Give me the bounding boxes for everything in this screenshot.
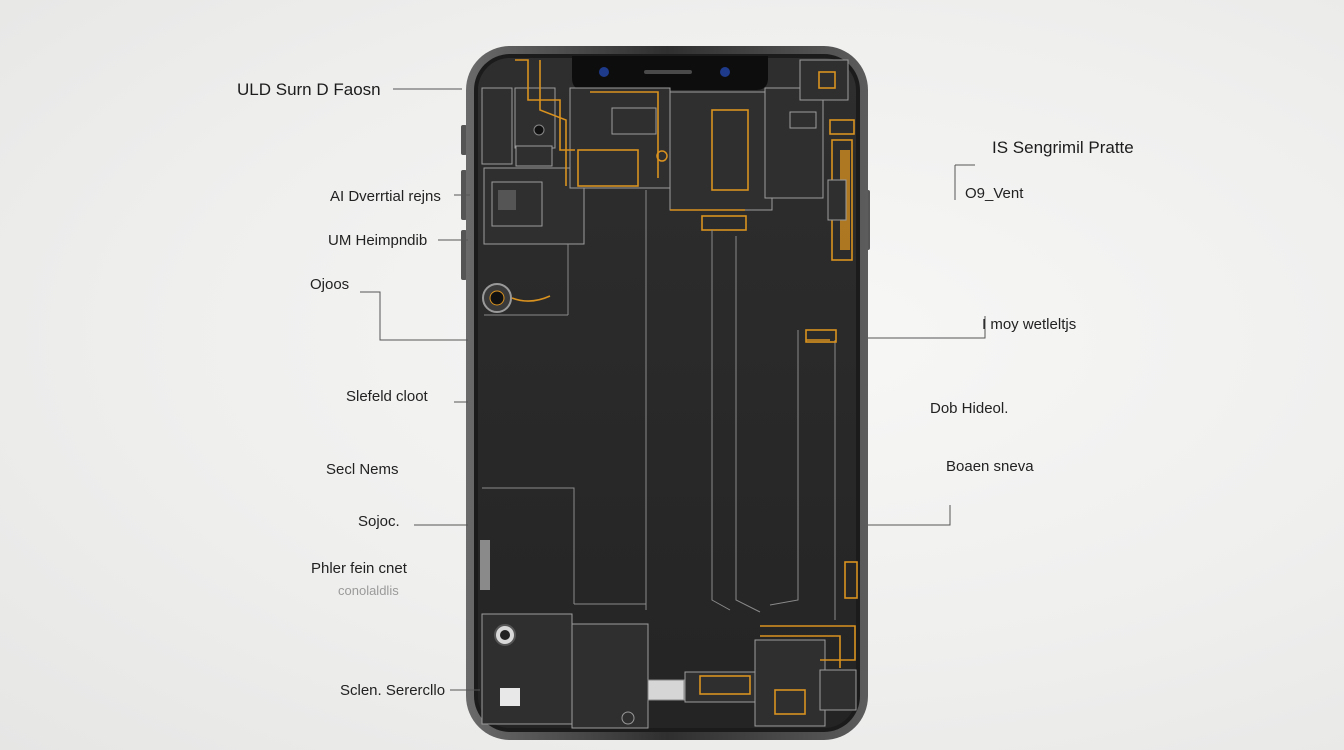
front-sensor-icon bbox=[720, 67, 730, 77]
label-l3: UM Heimpndib bbox=[328, 232, 427, 249]
circuit-components bbox=[480, 59, 858, 729]
left-labels: ULD Surn D Faosn AI Dverrtial rejns UM H… bbox=[237, 80, 445, 699]
label-l8: Phler fein cnet bbox=[311, 560, 408, 577]
side-button-volume-down bbox=[461, 230, 467, 280]
speaker-grille-icon bbox=[644, 70, 692, 74]
front-camera-icon bbox=[599, 67, 609, 77]
label-l7: Sojoc. bbox=[358, 513, 400, 530]
label-r4: Dob Hideol. bbox=[930, 400, 1008, 417]
label-l10: Sclen. Serercllo bbox=[340, 682, 445, 699]
label-l2: AI Dverrtial rejns bbox=[330, 188, 441, 205]
label-r5: Boaen sneva bbox=[946, 458, 1034, 475]
right-labels: IS Sengrimil Pratte O9_Vent I moy wetlel… bbox=[930, 138, 1134, 475]
label-l1: ULD Surn D Faosn bbox=[237, 80, 381, 99]
label-r1: IS Sengrimil Pratte bbox=[992, 138, 1134, 157]
label-r3: I moy wetleltjs bbox=[982, 316, 1076, 333]
label-l5: Slefeld cloot bbox=[346, 388, 429, 405]
label-r2: O9_Vent bbox=[965, 185, 1024, 202]
side-button-mute bbox=[461, 125, 467, 155]
label-l9: conolaldlis bbox=[338, 583, 399, 598]
label-l6: Secl Nems bbox=[326, 461, 399, 478]
label-l4: Ojoos bbox=[310, 276, 349, 293]
leader-lines bbox=[360, 88, 986, 691]
